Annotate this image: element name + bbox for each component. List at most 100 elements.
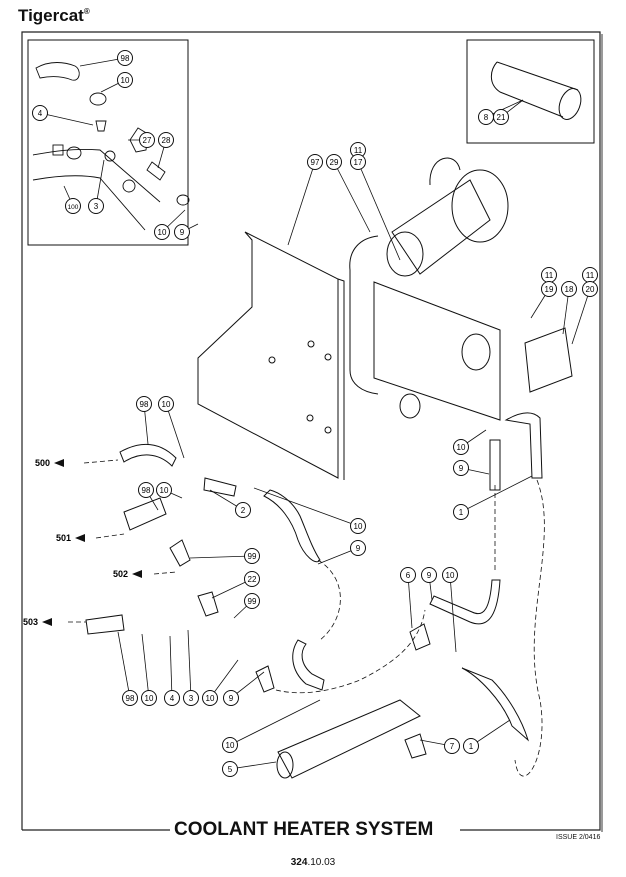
callout-label: 10 — [121, 76, 130, 85]
callout-label: 10 — [145, 694, 154, 703]
callout-circle — [561, 281, 577, 297]
callout-11: 11 — [350, 142, 366, 158]
callout-circle — [158, 396, 174, 412]
callout-circle — [350, 518, 366, 534]
callout-label: 10 — [206, 694, 215, 703]
callout-99: 99 — [244, 593, 260, 609]
callout-99: 99 — [244, 548, 260, 564]
callout-18: 18 — [561, 281, 577, 297]
callout-circle — [244, 548, 260, 564]
leader-line — [39, 112, 94, 126]
leader-line — [165, 403, 185, 459]
inset-sleeve-drawing — [490, 61, 582, 120]
callout-circle — [139, 132, 155, 148]
callout-label: 20 — [586, 285, 595, 294]
callout-circle — [421, 567, 437, 583]
leader-line — [407, 574, 413, 629]
callout-circle — [141, 690, 157, 706]
leader-line — [189, 555, 253, 559]
callout-circle — [493, 109, 509, 125]
callout-4: 4 — [32, 105, 48, 121]
callout-10: 10 — [117, 72, 133, 88]
outlet-502: 502 — [113, 569, 142, 579]
hose-routing-dashes — [68, 459, 545, 777]
callout-label: 98 — [121, 54, 130, 63]
outlet-label: 501 — [56, 533, 71, 543]
callout-97: 97 — [307, 154, 323, 170]
callout-98: 98 — [138, 482, 154, 498]
callout-29: 29 — [326, 154, 342, 170]
heater-unit — [386, 157, 573, 419]
callout-label: 5 — [228, 765, 233, 774]
leader-line — [117, 631, 131, 699]
callout-label: 10 — [160, 486, 169, 495]
callout-label: 19 — [545, 285, 554, 294]
callout-label: 9 — [427, 571, 432, 580]
outlet-label: 503 — [23, 617, 38, 627]
leader-line — [253, 487, 359, 527]
callout-circle — [223, 690, 239, 706]
callout-9: 9 — [350, 540, 366, 556]
callout-circle — [202, 690, 218, 706]
callout-label: 21 — [497, 113, 506, 122]
callout-circle — [350, 540, 366, 556]
callout-label: 3 — [94, 202, 99, 211]
outlet-label: 502 — [113, 569, 128, 579]
leader-line — [169, 635, 173, 699]
callout-label: 10 — [446, 571, 455, 580]
callout-10: 10 — [350, 518, 366, 534]
callout-circle — [65, 198, 81, 214]
callout-10: 10 — [442, 567, 458, 583]
callout-label: 9 — [229, 694, 234, 703]
outlet-arrow-icon — [75, 534, 85, 542]
callout-8: 8 — [478, 109, 494, 125]
brand-name: Tigercat — [18, 6, 84, 25]
callout-3: 3 — [88, 198, 104, 214]
callout-circle — [117, 72, 133, 88]
callout-circle — [244, 593, 260, 609]
callout-circle — [307, 154, 323, 170]
callout-label: 7 — [450, 742, 455, 751]
callout-98: 98 — [136, 396, 152, 412]
outlet-arrow-icon — [42, 618, 52, 626]
outlet-label: 500 — [35, 458, 50, 468]
callout-circle — [122, 690, 138, 706]
leader-line — [449, 574, 457, 653]
callout-label: 17 — [354, 158, 363, 167]
outlet-arrow-icon — [132, 570, 142, 578]
callout-10: 10 — [453, 439, 469, 455]
callout-9: 9 — [421, 567, 437, 583]
callout-label: 1 — [469, 742, 474, 751]
callout-label: 8 — [484, 113, 489, 122]
callout-98: 98 — [122, 690, 138, 706]
callout-label: 9 — [459, 464, 464, 473]
callout-label: 98 — [126, 694, 135, 703]
callout-11: 11 — [541, 267, 557, 283]
leader-line — [287, 161, 316, 246]
callout-10: 10 — [154, 224, 170, 240]
callout-label: 18 — [565, 285, 574, 294]
callout-circle — [453, 504, 469, 520]
callout-label: 1 — [459, 508, 464, 517]
callout-circle — [158, 132, 174, 148]
callout-circle — [222, 737, 238, 753]
callout-17: 17 — [350, 154, 366, 170]
callout-100: 100 — [65, 198, 81, 214]
callout-19: 19 — [541, 281, 557, 297]
callout-label: 10 — [158, 228, 167, 237]
callout-4: 4 — [164, 690, 180, 706]
callout-98: 98 — [117, 50, 133, 66]
leader-line — [229, 699, 321, 746]
leader-line — [141, 633, 150, 699]
callout-circle — [136, 396, 152, 412]
callout-circle — [222, 761, 238, 777]
callout-label: 98 — [142, 486, 151, 495]
callout-label: 3 — [189, 694, 194, 703]
callout-21: 21 — [493, 109, 509, 125]
callout-label: 27 — [143, 136, 152, 145]
callout-3: 3 — [183, 690, 199, 706]
callout-2: 2 — [235, 502, 251, 518]
callout-20: 20 — [582, 281, 598, 297]
leader-line — [333, 161, 371, 233]
